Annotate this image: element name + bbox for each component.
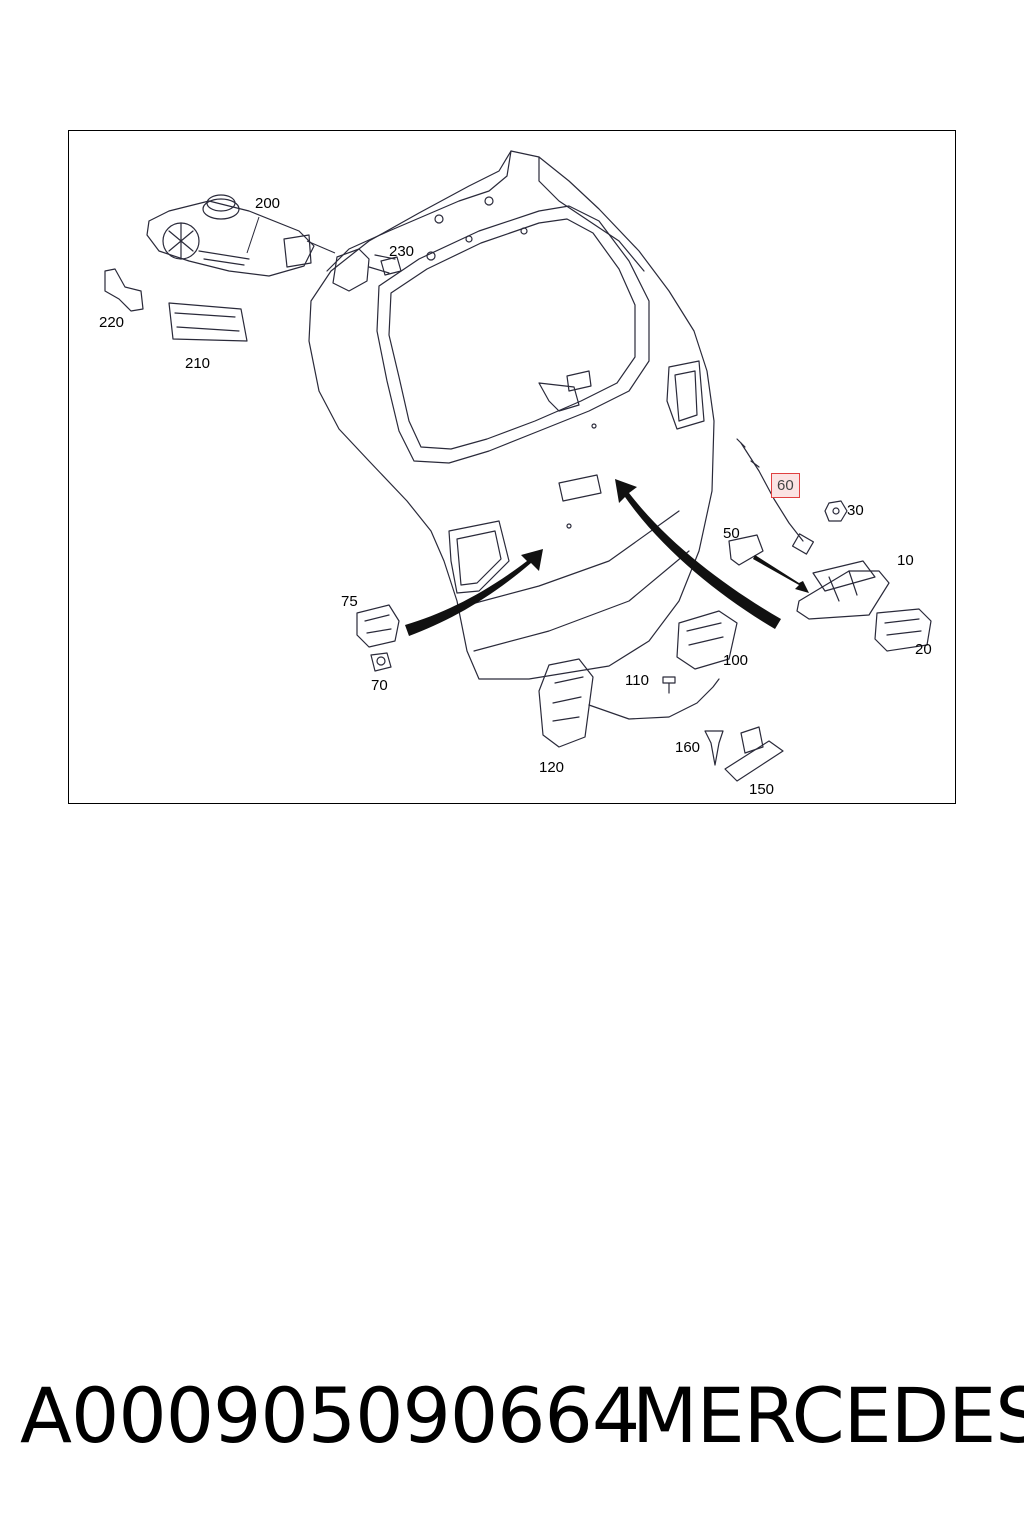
callout-110: 110 <box>625 672 649 689</box>
callout-60-highlighted[interactable]: 60 <box>771 473 800 498</box>
latch-120-part <box>538 658 594 748</box>
callout-230: 230 <box>389 243 415 260</box>
screw-110-part <box>662 676 676 694</box>
release-cable <box>588 678 720 720</box>
part-20 <box>874 608 932 652</box>
callout-75: 75 <box>341 593 358 610</box>
callout-210: 210 <box>185 355 211 372</box>
tailgate-outline <box>308 150 715 680</box>
callout-160: 160 <box>675 739 701 756</box>
bracket-50-part <box>728 534 764 566</box>
lock-actuator-100-part <box>676 610 738 670</box>
arrow-small <box>753 555 809 593</box>
rear-window-opening <box>376 205 650 464</box>
callout-20: 20 <box>915 641 932 658</box>
bracket-220-part <box>104 268 144 312</box>
light-housing-left <box>448 520 510 594</box>
part-number: A000905090664 <box>20 1371 640 1460</box>
tailgate-exploded-view <box>104 150 932 782</box>
control-module-part <box>168 302 248 342</box>
cable-60-part <box>740 442 804 542</box>
callout-100: 100 <box>723 652 749 669</box>
tailgate-crown <box>326 150 512 272</box>
part-70 <box>370 652 392 672</box>
callout-10: 10 <box>897 552 914 569</box>
arrow-right <box>615 479 781 629</box>
callout-30: 30 <box>847 502 864 519</box>
light-housing-right <box>666 360 705 430</box>
callout-220: 220 <box>99 314 125 331</box>
callout-200: 200 <box>255 195 281 212</box>
arrow-left <box>405 549 543 636</box>
callout-150: 150 <box>749 781 775 798</box>
parts-diagram-frame: 200 230 220 210 60 30 50 10 75 70 100 20… <box>68 130 956 804</box>
plate-recess <box>558 474 602 502</box>
striker-150-part <box>724 740 784 782</box>
part-75 <box>356 604 400 648</box>
brand-name: MERCEDES <box>632 1371 1024 1460</box>
hinge-part <box>332 248 370 292</box>
callout-120: 120 <box>539 759 565 776</box>
handle-10-part <box>796 570 890 620</box>
callout-50: 50 <box>723 525 740 542</box>
callout-70: 70 <box>371 677 388 694</box>
clip-160-part <box>704 730 724 766</box>
nut-30-part <box>824 500 848 522</box>
